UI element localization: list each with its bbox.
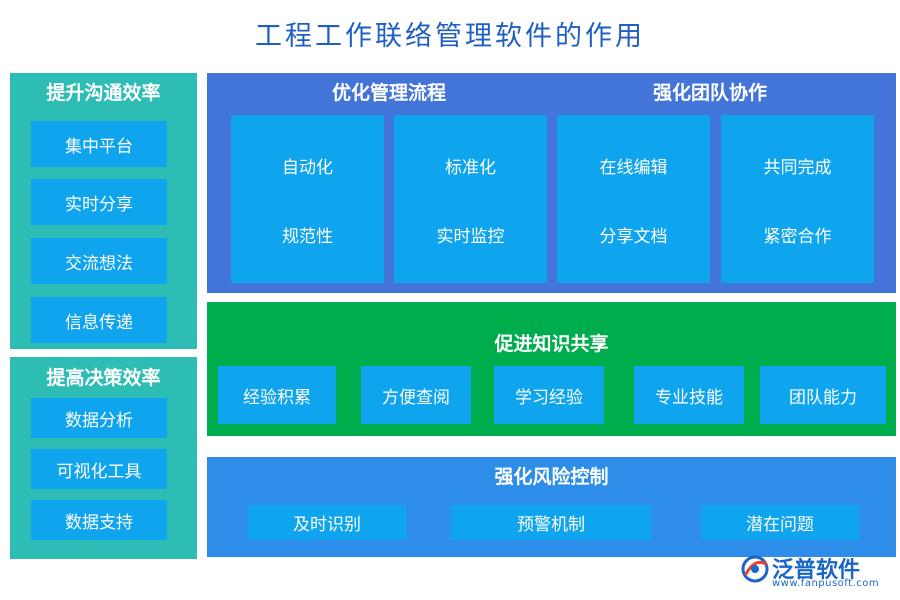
knowledge-item: 专业技能 <box>634 366 744 424</box>
risk-item: 预警机制 <box>451 505 651 540</box>
management-panel: 优化管理流程 强化团队协作 自动化 规范性 标准化 实时监控 在线编辑 分享文档… <box>207 73 896 293</box>
risk-item: 及时识别 <box>248 505 406 540</box>
communication-panel: 提升沟通效率 集中平台 实时分享 交流想法 信息传递 <box>10 73 197 349</box>
card-line: 规范性 <box>282 227 333 247</box>
communication-item: 信息传递 <box>31 297 167 343</box>
card-line: 实时监控 <box>436 227 505 247</box>
page-title: 工程工作联络管理软件的作用 <box>255 21 645 52</box>
card-line: 自动化 <box>282 158 333 178</box>
management-card: 自动化 规范性 <box>231 115 384 283</box>
communication-item: 集中平台 <box>31 121 167 167</box>
card-line: 分享文档 <box>599 227 668 247</box>
logo-url: www.fanpusoft.com <box>772 578 880 589</box>
risk-panel: 强化风险控制 及时识别 预警机制 潜在问题 <box>207 457 896 557</box>
card-line: 共同完成 <box>763 158 832 178</box>
decision-panel: 提高决策效率 数据分析 可视化工具 数据支持 <box>10 357 197 559</box>
fanpu-logo-icon <box>741 555 769 583</box>
communication-item: 交流想法 <box>31 238 167 284</box>
communication-heading: 提升沟通效率 <box>46 82 161 104</box>
collaboration-card: 共同完成 紧密合作 <box>721 115 874 283</box>
knowledge-item: 方便查阅 <box>361 366 471 424</box>
decision-heading: 提高决策效率 <box>46 367 161 389</box>
knowledge-item: 经验积累 <box>218 366 336 424</box>
decision-item: 数据分析 <box>31 398 167 438</box>
risk-heading: 强化风险控制 <box>494 466 609 488</box>
knowledge-item: 团队能力 <box>760 366 886 424</box>
collaboration-card: 在线编辑 分享文档 <box>557 115 710 283</box>
card-line: 标准化 <box>445 158 496 178</box>
knowledge-item: 学习经验 <box>494 366 604 424</box>
collaboration-heading: 强化团队协作 <box>652 82 767 104</box>
risk-item: 潜在问题 <box>701 505 859 540</box>
management-card: 标准化 实时监控 <box>394 115 547 283</box>
knowledge-heading: 促进知识共享 <box>494 333 609 355</box>
card-line: 紧密合作 <box>763 227 832 247</box>
decision-item: 可视化工具 <box>31 449 167 489</box>
management-heading: 优化管理流程 <box>331 82 446 104</box>
logo-name: 泛普软件 <box>772 558 861 583</box>
brand-logo: 泛普软件 www.fanpusoft.com <box>740 552 890 592</box>
knowledge-panel: 促进知识共享 经验积累 方便查阅 学习经验 专业技能 团队能力 <box>207 302 896 436</box>
decision-item: 数据支持 <box>31 500 167 540</box>
card-line: 在线编辑 <box>599 158 668 178</box>
communication-item: 实时分享 <box>31 179 167 225</box>
